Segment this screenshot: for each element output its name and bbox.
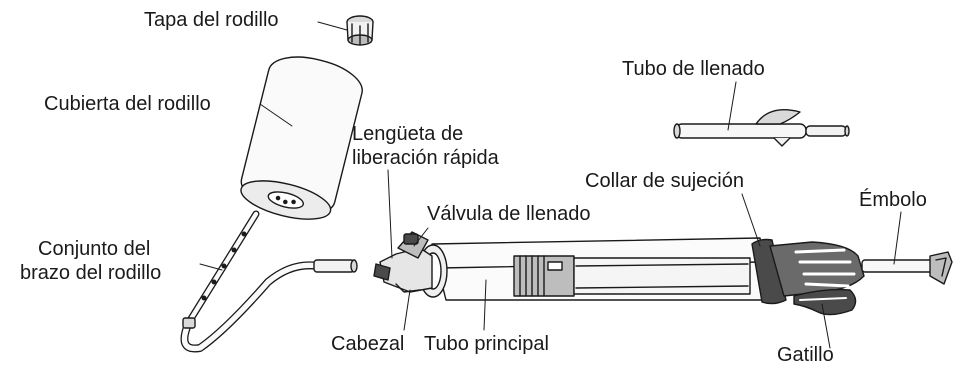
head-part [373, 231, 433, 293]
label-valvula-llenado: Válvula de llenado [427, 203, 591, 225]
label-cabezal: Cabezal [331, 333, 405, 355]
plunger-part [861, 251, 953, 285]
main-tube-part [418, 237, 771, 301]
label-gatillo: Gatillo [777, 344, 834, 366]
label-conjunto-line2: brazo del rodillo [20, 262, 162, 284]
label-conjunto-line1: Conjunto del [38, 238, 151, 260]
label-collar-sujecion: Collar de sujeción [585, 170, 744, 192]
roller-arm-part [180, 210, 358, 353]
leader-lines [199, 21, 902, 349]
label-tubo-llenado: Tubo de llenado [622, 58, 765, 80]
label-lengueta-line2: liberación rápida [352, 147, 499, 169]
label-embolo: Émbolo [859, 189, 927, 211]
fill-tube-part [673, 109, 850, 147]
roller-cap-part [346, 15, 374, 46]
label-tubo-principal: Tubo principal [424, 333, 549, 355]
roller-cover-part [240, 56, 363, 220]
label-tapa-rodillo: Tapa del rodillo [144, 9, 279, 31]
label-cubierta-rodillo: Cubierta del rodillo [44, 93, 211, 115]
label-lengueta-line1: Lengüeta de [352, 123, 464, 145]
handle-part [751, 238, 865, 316]
